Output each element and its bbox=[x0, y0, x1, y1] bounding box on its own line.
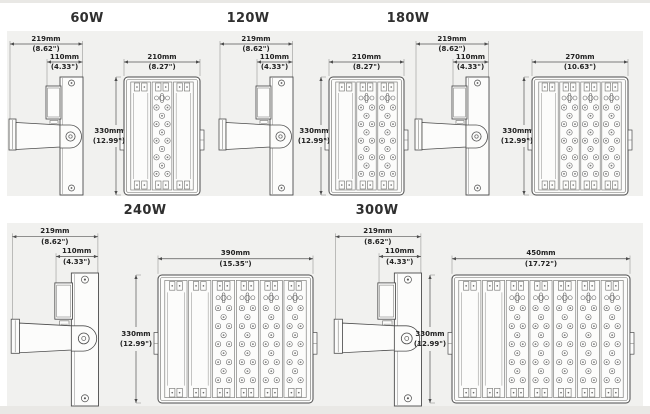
dim-height-mm-120w: 330mm bbox=[299, 126, 329, 135]
side-view-300w bbox=[333, 233, 422, 407]
dim-front-width-in-180w: (10.63") bbox=[563, 63, 597, 71]
dim-side-depth-mm-60w: 110mm bbox=[49, 52, 80, 61]
front-view-120w bbox=[319, 59, 409, 196]
dim-side-width-in-60w: (8.62") bbox=[32, 45, 60, 53]
unit-title-120w: 120W bbox=[226, 11, 270, 26]
dim-height-in-120w: (12.99") bbox=[297, 136, 331, 145]
unit-title-60w: 60W bbox=[70, 11, 104, 26]
dim-height-mm-300w: 330mm bbox=[415, 329, 445, 338]
bottom-divider-band bbox=[0, 406, 650, 414]
dim-height-in-60w: (12.99") bbox=[92, 136, 126, 145]
dim-side-width-in-120w: (8.62") bbox=[242, 45, 270, 53]
dim-side-depth-in-60w: (4.33") bbox=[50, 63, 79, 71]
unit-title-240w: 240W bbox=[123, 203, 167, 218]
dim-side-width-mm-180w: 219mm bbox=[437, 34, 467, 43]
dim-height-in-240w: (12.99") bbox=[119, 339, 153, 348]
dim-side-depth-mm-300w: 110mm bbox=[385, 247, 415, 255]
dim-front-width-in-60w: (8.27") bbox=[148, 63, 176, 71]
top-divider-band bbox=[0, 0, 650, 3]
dim-side-depth-mm-120w: 110mm bbox=[259, 52, 290, 61]
unit-title-300w: 300W bbox=[355, 203, 399, 218]
dim-height-in-180w: (12.99") bbox=[500, 136, 534, 145]
unit-title-180w: 180W bbox=[386, 11, 430, 26]
dim-side-width-in-300w: (8.62") bbox=[364, 237, 392, 246]
dim-side-depth-in-180w: (4.33") bbox=[456, 63, 485, 71]
dim-front-width-mm-240w: 390mm bbox=[220, 249, 251, 258]
dim-side-depth-in-120w: (4.33") bbox=[260, 63, 289, 71]
dim-side-width-mm-300w: 219mm bbox=[363, 227, 393, 236]
side-view-120w bbox=[218, 41, 294, 196]
dim-side-depth-in-300w: (4.33") bbox=[385, 257, 414, 266]
dim-front-width-in-240w: (15.35") bbox=[219, 259, 252, 268]
dim-side-width-mm-60w: 219mm bbox=[31, 34, 61, 43]
front-view-300w bbox=[428, 255, 635, 404]
front-view-240w bbox=[134, 255, 318, 404]
dim-front-width-in-300w: (17.72") bbox=[524, 259, 558, 268]
dim-side-width-in-240w: (8.62") bbox=[41, 237, 69, 246]
front-view-60w bbox=[114, 59, 205, 196]
side-view-60w bbox=[8, 41, 84, 196]
dim-height-mm-180w: 330mm bbox=[502, 126, 532, 135]
dim-side-width-in-180w: (8.62") bbox=[438, 45, 466, 53]
dim-side-depth-mm-180w: 110mm bbox=[455, 52, 486, 61]
dim-front-width-mm-300w: 450mm bbox=[526, 249, 556, 258]
dim-side-width-mm-240w: 219mm bbox=[40, 227, 70, 236]
dim-front-width-mm-120w: 210mm bbox=[351, 52, 382, 61]
dim-front-width-mm-60w: 210mm bbox=[147, 52, 177, 61]
side-view-180w bbox=[414, 41, 490, 196]
dim-height-mm-240w: 330mm bbox=[121, 329, 151, 338]
front-view-180w bbox=[522, 59, 633, 196]
dim-side-depth-in-240w: (4.33") bbox=[62, 257, 91, 266]
dim-height-in-300w: (12.99") bbox=[413, 339, 447, 348]
dim-side-depth-mm-240w: 110mm bbox=[62, 247, 92, 255]
dim-front-width-mm-180w: 270mm bbox=[565, 52, 595, 61]
dim-side-width-mm-120w: 219mm bbox=[241, 34, 271, 43]
dim-front-width-in-120w: (8.27") bbox=[352, 63, 381, 71]
dim-height-mm-60w: 330mm bbox=[94, 126, 124, 135]
side-view-240w bbox=[10, 233, 99, 407]
